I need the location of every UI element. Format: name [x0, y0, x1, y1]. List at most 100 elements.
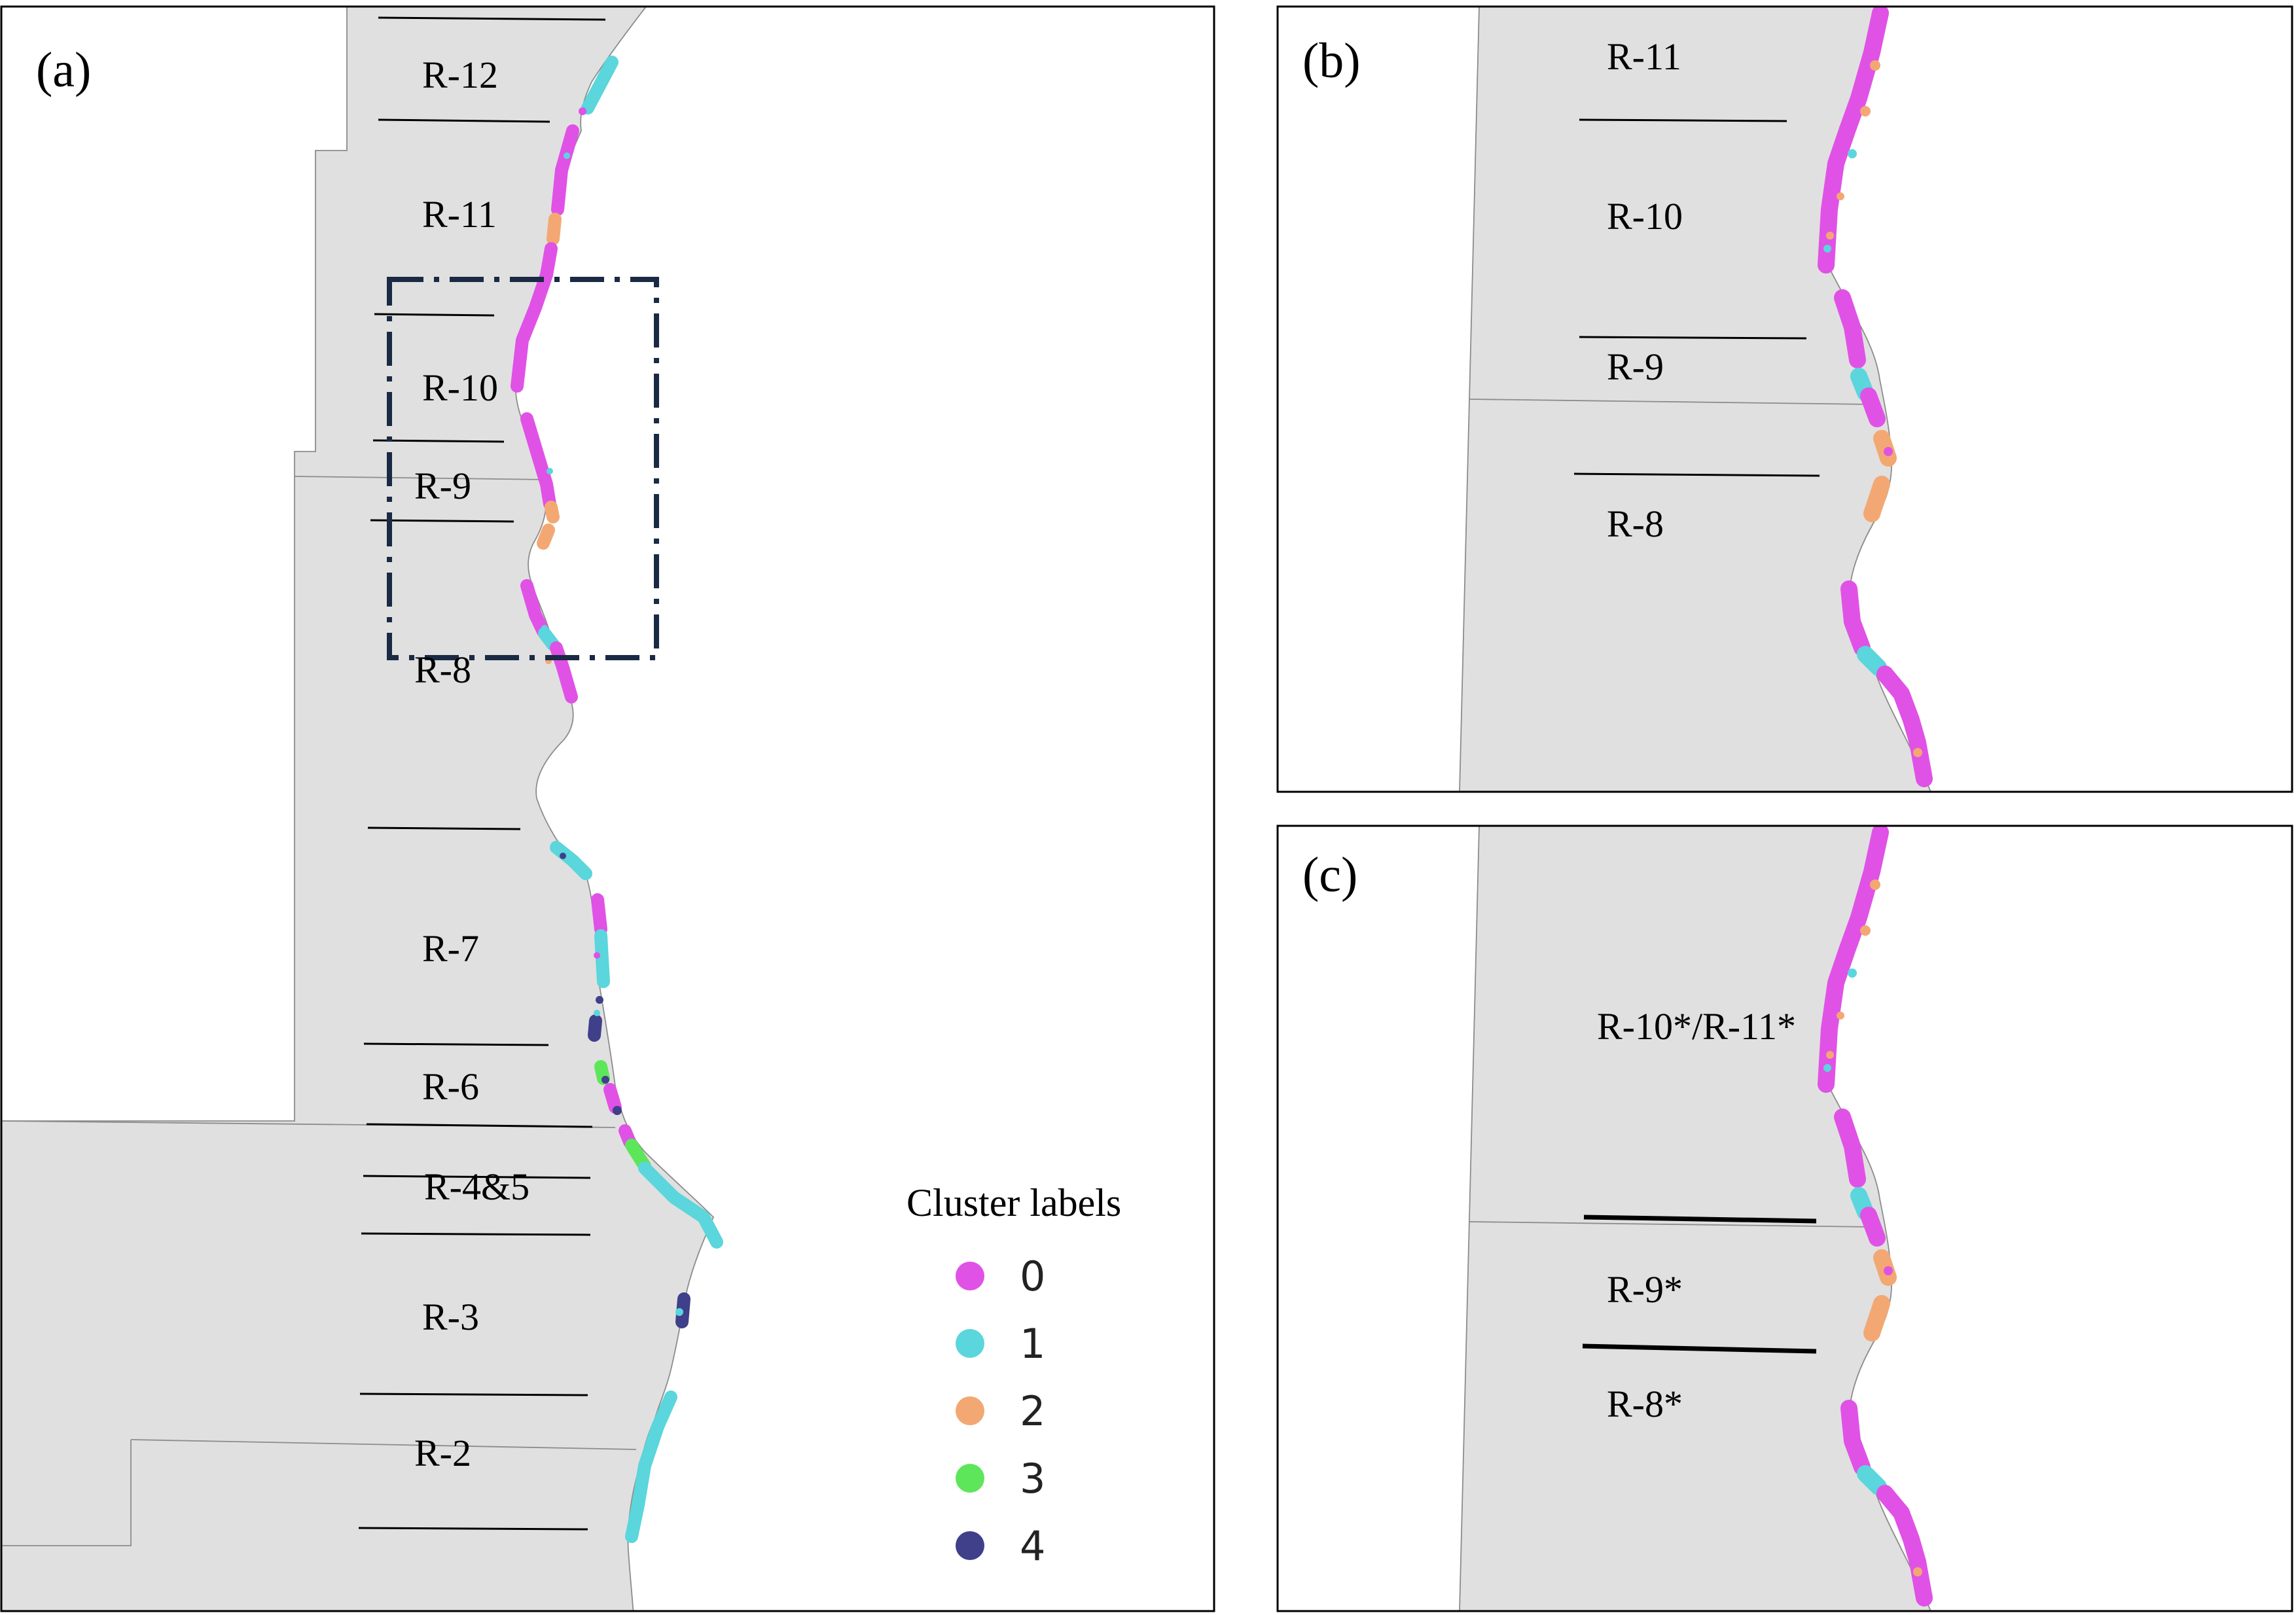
coast-clusters-c: [1818, 826, 1933, 1606]
coast-clusters-a: [511, 56, 723, 1543]
coast-segment-a-7: [520, 579, 550, 638]
coast-c-point-0: [1870, 879, 1880, 890]
coast-segment-a-10: [550, 841, 592, 880]
coast-segment-a-4: [520, 412, 556, 510]
region-label-a-r7: R-7: [422, 927, 479, 970]
district-border-a-4: [130, 1439, 637, 1450]
legend-title: Cluster labels: [906, 1181, 1121, 1224]
coast-b-segment-0: [1818, 7, 1889, 274]
coast-c-point-4: [1826, 1051, 1834, 1059]
coast-segment-a-13: [588, 1014, 602, 1042]
panel-label-a: (a): [36, 43, 91, 98]
coast-b-point-4: [1826, 232, 1834, 240]
coast-segment-a-1: [551, 124, 579, 216]
coast-c-point-5: [1823, 1064, 1831, 1072]
coast-b-segment-5: [1863, 476, 1890, 522]
coast-c-segment-3: [1860, 1207, 1886, 1247]
coast-b-point-1: [1860, 106, 1871, 116]
coast-point-a-9: [601, 1076, 609, 1084]
region-label-a-r3: R-3: [422, 1296, 479, 1338]
region-label-c-r8: R-8*: [1607, 1383, 1683, 1425]
coast-c-point-3: [1837, 1012, 1844, 1020]
coast-b-segment-7: [1857, 646, 1887, 676]
region-label-b-r9: R-9: [1607, 346, 1664, 388]
panel-label-c: (c): [1302, 847, 1357, 902]
legend-label-0: 0: [1020, 1252, 1045, 1300]
coast-segment-a-3: [511, 242, 558, 393]
region-label-c-r10-r11: R-10*/R-11*: [1597, 1005, 1796, 1048]
region-label-b-r10: R-10: [1607, 195, 1683, 238]
region-label-b-r11: R-11: [1607, 35, 1681, 78]
coast-b-segment-1: [1834, 289, 1866, 368]
region-label-a-r12: R-12: [422, 54, 498, 96]
coast-b-point-0: [1870, 60, 1880, 71]
region-label-b-r8: R-8: [1607, 503, 1664, 545]
panel-b: R-11 R-10 R-9 R-8 (b): [1302, 7, 1933, 792]
district-border-a-3: [1, 1440, 132, 1546]
coast-b-point-3: [1837, 192, 1844, 200]
region-label-a-r9: R-9: [414, 465, 471, 507]
region-separators-a: [358, 16, 606, 1531]
legend-label-1: 1: [1020, 1320, 1045, 1368]
coast-c-point-8: [1913, 1567, 1922, 1576]
region-label-a-r10: R-10: [422, 366, 498, 409]
zoom-box: [387, 277, 659, 660]
coast-c-segment-1: [1834, 1109, 1866, 1188]
land-mass-a: [1, 7, 715, 1611]
coast-segment-a-20: [625, 1391, 677, 1543]
region-label-a-r6: R-6: [422, 1065, 479, 1108]
coast-segment-a-2: [547, 213, 562, 245]
region-label-a-r45: R-4&5: [424, 1165, 529, 1208]
coast-point-a-8: [594, 1010, 600, 1016]
panel-a-frame: [0, 5, 1215, 1612]
coast-segment-a-12: [594, 929, 610, 988]
coast-segment-a-9: [550, 641, 578, 703]
coast-c-segment-6: [1840, 1400, 1871, 1476]
panel-a: R-12 R-11 R-10 R-9 R-8 R-7 R-6 R-4&5 R-3…: [1, 7, 1121, 1611]
coast-b-point-6: [1884, 447, 1893, 456]
coast-point-a-6: [594, 952, 600, 959]
coast-segment-a-0: [581, 56, 619, 115]
legend-swatch-0: [956, 1262, 984, 1290]
legend-swatch-3: [956, 1464, 984, 1493]
region-label-c-r9: R-9*: [1607, 1268, 1683, 1311]
district-border-c: [1469, 1221, 1873, 1228]
coast-b-point-5: [1823, 245, 1831, 253]
panel-label-b: (b): [1302, 33, 1361, 88]
coast-segment-a-19: [675, 1292, 691, 1328]
coast-c-point-2: [1848, 968, 1857, 978]
panel-c-frame: [1276, 825, 2293, 1612]
coast-point-a-2: [547, 468, 553, 474]
coast-b-segment-3: [1860, 387, 1886, 427]
district-border-b: [1469, 399, 1873, 405]
coast-c-segment-5: [1863, 1295, 1890, 1341]
coast-point-a-7: [596, 996, 603, 1004]
coast-point-a-1: [564, 152, 570, 159]
coast-segment-a-18: [638, 1162, 723, 1249]
region-label-a-r2: R-2: [414, 1432, 471, 1474]
region-label-a-r11: R-11: [422, 193, 497, 236]
legend-label-4: 4: [1020, 1522, 1045, 1570]
region-label-a-r8: R-8: [414, 648, 471, 691]
region-separators-b: [1573, 118, 1820, 477]
legend-label-3: 3: [1020, 1455, 1045, 1502]
coast-b-point-2: [1848, 149, 1857, 158]
legend-swatch-1: [956, 1329, 984, 1358]
legend-swatch-2: [956, 1396, 984, 1425]
coast-segment-a-6: [537, 524, 555, 550]
coast-segment-a-15: [603, 1083, 622, 1114]
coast-segment-a-8: [538, 627, 560, 651]
panel-c: R-10*/R-11* R-9* R-8* (c): [1302, 826, 1933, 1611]
coast-point-a-5: [560, 853, 566, 859]
coast-point-a-10: [613, 1106, 622, 1115]
coast-b-segment-6: [1840, 580, 1871, 656]
region-separators-c: [1582, 1215, 1817, 1354]
district-border-a-1: [294, 476, 549, 480]
panel-b-frame: [1276, 5, 2293, 793]
coast-b-point-8: [1913, 748, 1922, 757]
coast-c-segment-7: [1857, 1465, 1887, 1495]
coast-c-point-7: [1868, 1319, 1876, 1327]
